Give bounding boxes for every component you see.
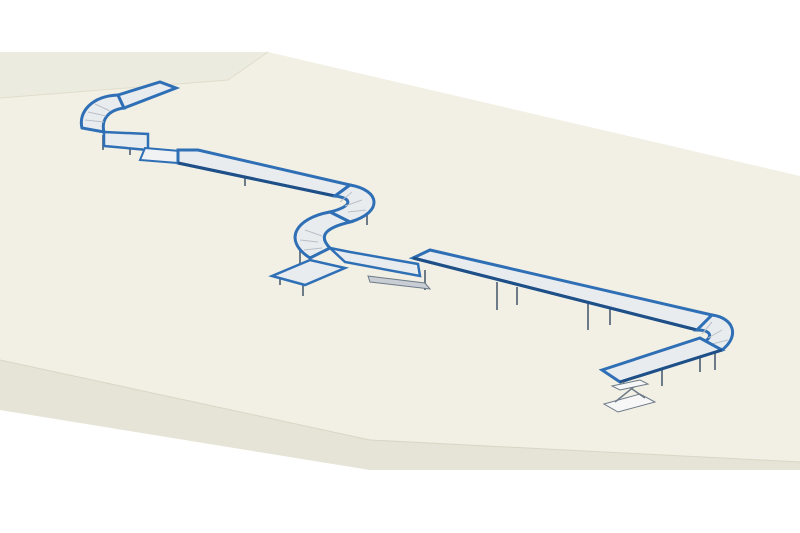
curve-s-lower-conveyor (293, 210, 355, 260)
floor-ledge (0, 52, 268, 98)
end-section-conveyor (598, 336, 726, 384)
belt-top (102, 130, 182, 165)
floor-side (0, 360, 800, 470)
scissor-lift (602, 379, 657, 413)
top-short-conveyor (115, 80, 181, 110)
spur-left-conveyor (268, 258, 350, 287)
belt-middle (325, 245, 432, 290)
